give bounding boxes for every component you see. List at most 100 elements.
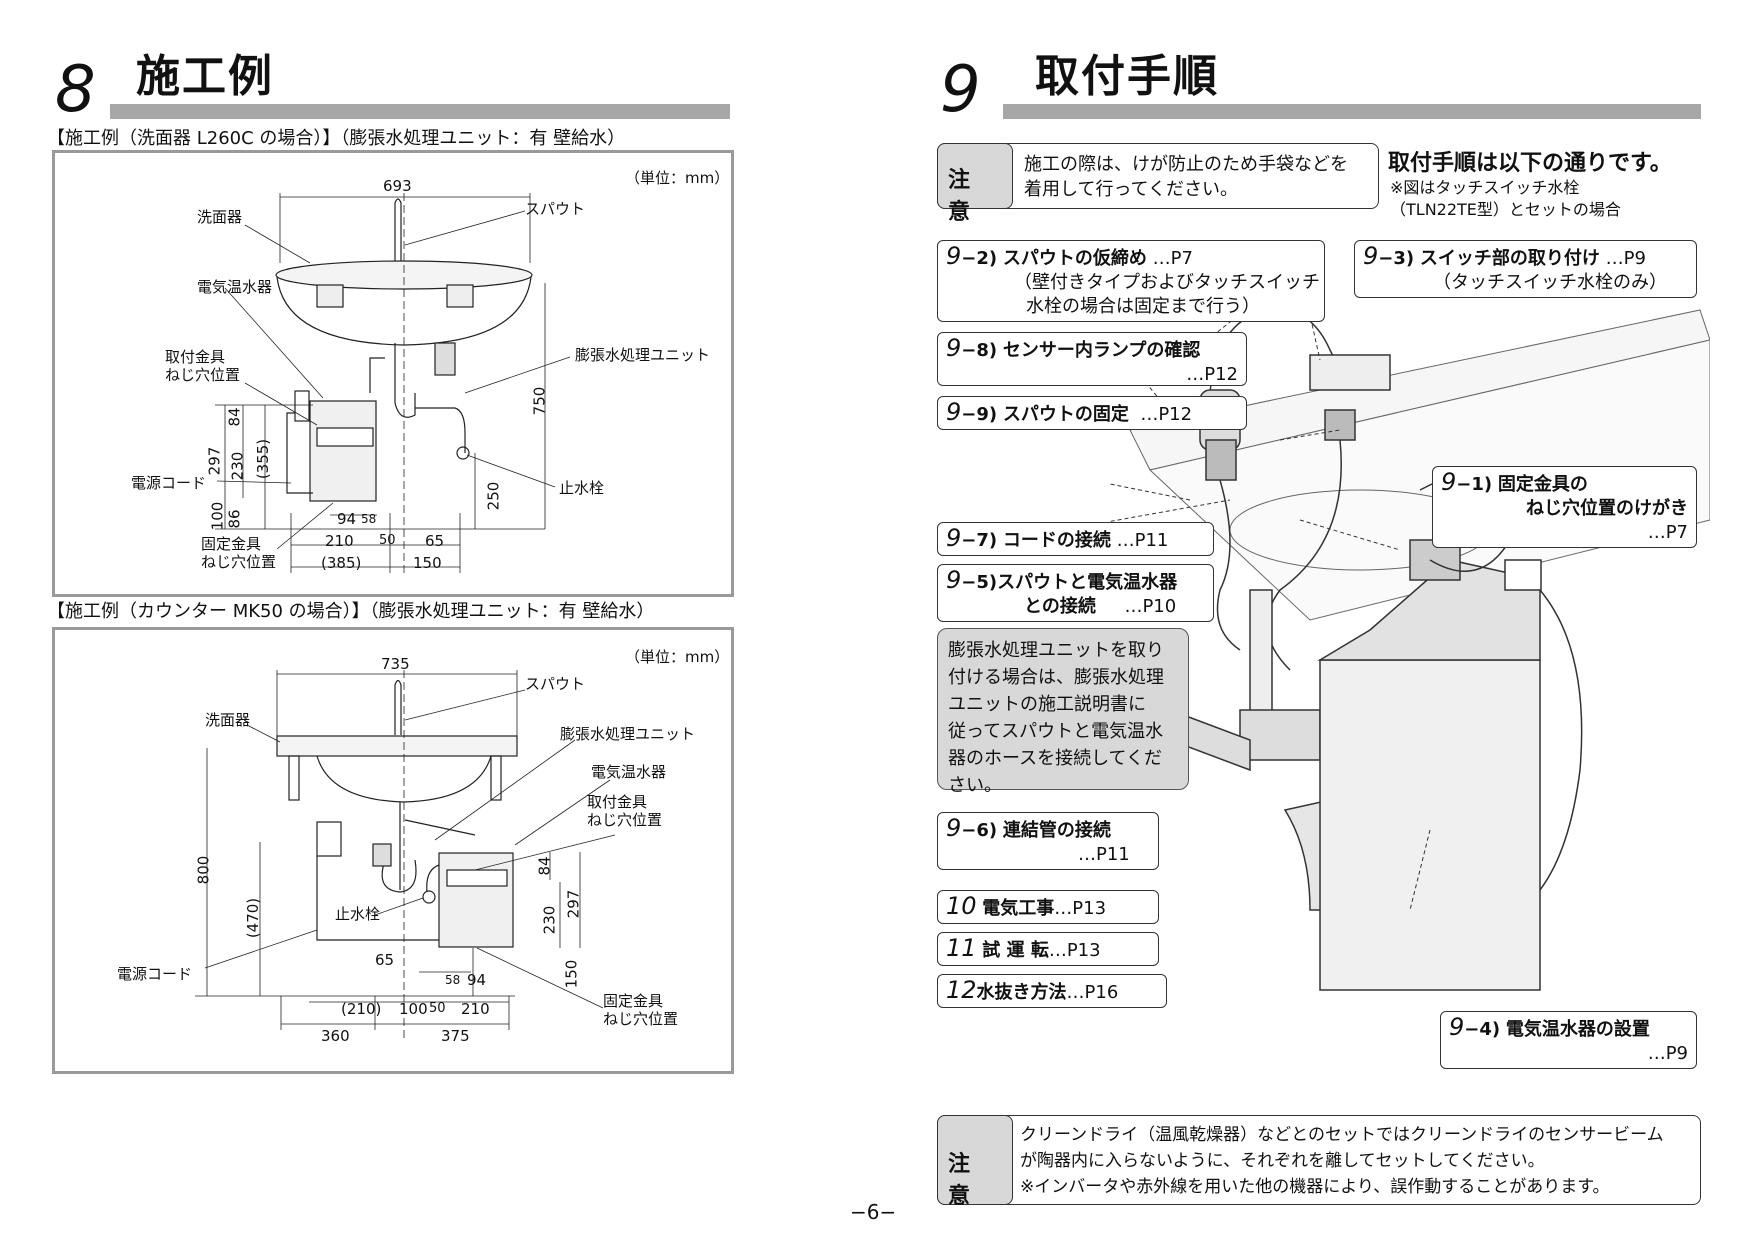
step-page: …P7 (1647, 522, 1688, 543)
step-title: コードの接続 (1002, 530, 1111, 551)
caution-heading: 注 意 (948, 168, 977, 225)
note-line-4: 従ってスパウトと電気温水 (948, 721, 1164, 742)
caution-line-2: 着用して行ってください。 (1024, 179, 1239, 200)
step-code: −5) (961, 572, 998, 593)
dim-355: (355) (254, 438, 273, 480)
label-bracket-holes: ねじ穴位置 (165, 366, 241, 384)
section-number-9: 9 (940, 53, 981, 127)
step-note-1: （壁付きタイプおよびタッチスイッチ (1014, 272, 1320, 293)
step-9-9-spout-fix: 9−9) スパウトの固定 …P12 (937, 396, 1247, 430)
caution-text: 施工の際は、けが防止のため手袋などを 着用して行ってください。 (1024, 152, 1348, 202)
step-title: スパウトの固定 (1002, 404, 1129, 425)
caution-line-3: ※インバータや赤外線を用いた他の機器により、誤作動することがあります。 (1020, 1177, 1610, 1197)
step-page: …P9 (1605, 248, 1646, 269)
example1-caption: 【施工例（洗面器 L260C の場合）】（膨張水処理ユニット：有 壁給水） (47, 128, 626, 149)
dim-360: 360 (321, 1027, 350, 1045)
installation-illustration (1110, 290, 1710, 991)
note-line-6: さい。 (948, 775, 1002, 796)
step-number: 9 (946, 566, 962, 594)
note-line-2: 付ける場合は、膨張水処理 (948, 667, 1164, 688)
caution-tag: 注 意 (937, 1115, 1013, 1209)
label-power-cord: 電源コード (131, 474, 207, 492)
label-fixing-holes: ねじ穴位置 (201, 553, 277, 571)
step-9-1-bracket-marking: 9−1) 固定金具の ねじ穴位置のけがき …P7 (1432, 466, 1697, 548)
label-stop-valve: 止水栓 (559, 479, 605, 497)
dim-210: 210 (325, 532, 354, 550)
example1-drawing: （単位：mm） 693 洗面器 スパウト 電気温水器 取付金具 ねじ穴位置 膨張… (52, 150, 734, 597)
step-title: 固定金具の (1497, 474, 1588, 495)
step-title: スパウトの仮締め (1002, 248, 1147, 269)
step-9-3-switch-install: 9−3) スイッチ部の取り付け …P9 （タッチスイッチ水栓のみ） (1354, 240, 1697, 298)
label-bracket: 取付金具 (165, 348, 226, 366)
step-title: 試 運 転 (982, 940, 1049, 961)
label-fixing-bracket: 固定金具 (201, 535, 262, 553)
step-code: −1) (1456, 474, 1493, 495)
step-9-5-spout-heater-connect: 9−5)スパウトと電気温水器 との接続 …P10 (937, 564, 1214, 622)
step-9-2-spout-temp-tighten: 9−2) スパウトの仮締め …P7 （壁付きタイプおよびタッチスイッチ 水栓の場… (937, 240, 1325, 322)
step-page: …P11 (1078, 844, 1130, 865)
section-title-installation-procedure: 取付手順 (1035, 51, 1219, 102)
note-line-5: 器のホースを接続してくだ (948, 748, 1163, 769)
step-code: −6) (961, 820, 998, 841)
unit-label: （単位：mm） (625, 648, 730, 666)
intro-note: ※図はタッチスイッチ水栓 （TLN22TE型）とセットの場合 (1390, 177, 1621, 221)
step-12-drain: 12水抜き方法…P16 (937, 974, 1167, 1008)
dim-150: 150 (562, 959, 581, 989)
dim-297: 297 (205, 446, 224, 476)
label-spout: スパウト (525, 675, 586, 693)
dim-94: 94 (467, 971, 487, 989)
step-title: スパウトと電気温水器 (997, 572, 1178, 593)
dim-50: 50 (429, 1001, 446, 1016)
label-bracket: 取付金具 (587, 793, 648, 811)
step-number: 9 (946, 524, 962, 552)
step-page: …P11 (1116, 530, 1169, 551)
unit-label: （単位：mm） (625, 169, 730, 187)
caution-line-1: 施工の際は、けが防止のため手袋などを (1024, 154, 1348, 175)
label-expansion-unit: 膨張水処理ユニット (560, 725, 696, 743)
dim-297: 297 (564, 889, 583, 919)
dim-84: 84 (225, 407, 244, 427)
label-heater: 電気温水器 (197, 278, 273, 296)
example1-diagram (215, 193, 571, 573)
step-code: −2) (961, 248, 998, 269)
dim-230: 230 (228, 451, 247, 481)
caution-text: クリーンドライ（温風乾燥器）などとのセットではクリーンドライのセンサービーム が… (1020, 1122, 1664, 1200)
example2-caption: 【施工例（カウンター MK50 の場合）】（膨張水処理ユニット：有 壁給水） (47, 601, 655, 622)
section-title-construction-example: 施工例 (136, 51, 274, 102)
intro-note-line-2: （TLN22TE型）とセットの場合 (1390, 200, 1621, 219)
example2-diagram (195, 670, 616, 1040)
intro-title: 取付手順は以下の通りです。 (1388, 151, 1672, 176)
step-code: −7) (961, 530, 998, 551)
page-number: −6− (850, 1200, 897, 1224)
label-stop-valve: 止水栓 (335, 905, 381, 923)
dim-65: 65 (375, 951, 395, 969)
step-page: …P13 (1054, 898, 1107, 919)
note-line-1: 膨張水処理ユニットを取り (948, 640, 1164, 661)
dim-735: 735 (381, 655, 410, 673)
step-number: 10 (946, 892, 977, 920)
dim-100: 100 (208, 501, 227, 531)
dim-86: 86 (225, 509, 244, 529)
dim-58: 58 (445, 973, 461, 987)
step-page: …P12 (1186, 364, 1238, 385)
label-heater: 電気温水器 (591, 763, 667, 781)
step-11-test-run: 11 試 運 転…P13 (937, 932, 1159, 966)
step-number: 9 (946, 814, 962, 842)
step-page: …P12 (1140, 404, 1193, 425)
step-number: 9 (946, 242, 962, 270)
step-page: …P9 (1647, 1043, 1688, 1064)
dim-800: 800 (194, 855, 213, 885)
step-code: −4) (1464, 1019, 1501, 1040)
step-page: …P7 (1152, 248, 1193, 269)
step-page: …P10 (1124, 596, 1177, 617)
dim-210-paren: (210) (341, 1000, 382, 1018)
step-number: 9 (946, 334, 962, 362)
label-power-cord: 電源コード (117, 965, 193, 983)
dim-750: 750 (530, 386, 549, 416)
dim-470: (470) (244, 897, 263, 939)
section-number-8: 8 (55, 53, 96, 127)
dim-150: 150 (413, 554, 442, 572)
label-expansion-unit: 膨張水処理ユニット (575, 346, 711, 364)
section-bar (110, 104, 730, 119)
label-bracket-holes: ねじ穴位置 (587, 811, 663, 829)
